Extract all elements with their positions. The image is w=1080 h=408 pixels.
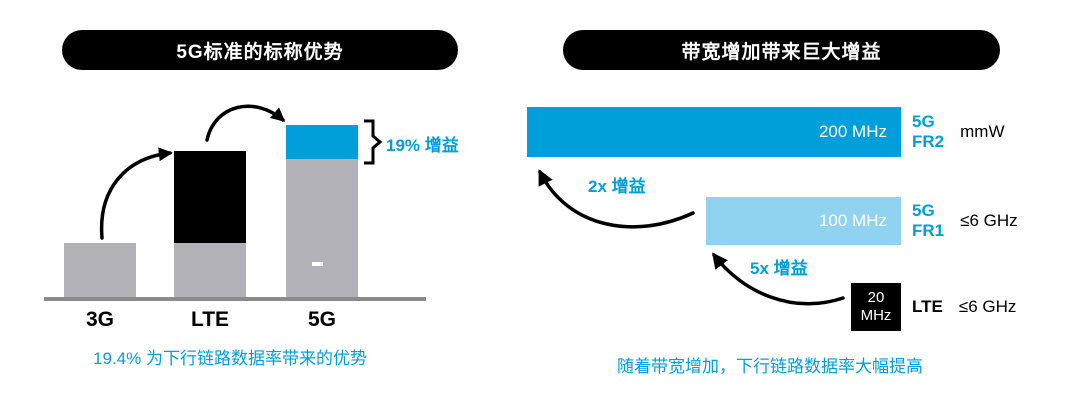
tech-fr2: FR2 — [912, 132, 945, 151]
tech-label-5g-fr2: 5G FR2 — [912, 112, 944, 151]
bar-5g-base — [286, 159, 358, 299]
gain-19-label: 19% 增益 — [386, 136, 459, 155]
row-label-20: LTE ≤6 GHz — [912, 283, 1016, 331]
right-caption: 随着带宽增加，下行链路数据率大幅提高 — [617, 357, 923, 376]
x-axis-line — [44, 297, 426, 301]
arrow-3g-to-lte — [99, 147, 173, 240]
bar-200mhz-value: 200 MHz — [818, 122, 887, 141]
arrow-lte-to-5g — [205, 104, 286, 142]
growth-arrows-right — [538, 169, 845, 306]
tech-5g: 5G — [912, 201, 935, 221]
band-label-mmw: mmW — [960, 122, 1005, 141]
row-label-100: 5G FR1 ≤6 GHz — [912, 197, 1018, 245]
bar-20mhz: 20 MHz — [851, 283, 901, 331]
tech-fr1: FR1 — [912, 221, 945, 240]
gain-5x-label: 5x 增益 — [750, 259, 808, 278]
tech-5g: 5G — [912, 112, 935, 132]
axis-label-3g: 3G — [85, 308, 114, 331]
arrow-20-to-100 — [712, 252, 845, 306]
bar-100mhz: 100 MHz — [706, 197, 901, 245]
band-label-sub6-lte: ≤6 GHz — [958, 297, 1017, 316]
gain-bracket — [364, 119, 383, 165]
tech-label-5g-fr1: 5G FR1 — [912, 201, 944, 240]
bar-lte-top — [174, 151, 246, 243]
axis-label-lte: LTE — [190, 308, 230, 331]
band-label-sub6-fr1: ≤6 GHz — [960, 211, 1018, 230]
growth-arrows-left — [99, 104, 286, 240]
bar-200mhz: 200 MHz — [527, 107, 901, 157]
axis-label-5g: 5G — [307, 308, 336, 331]
left-caption: 19.4% 为下行链路数据率带来的优势 — [93, 349, 367, 368]
tech-label-lte: LTE — [912, 297, 943, 317]
row-label-200: 5G FR2 mmW — [912, 107, 1005, 157]
gain-2x-label: 2x 增益 — [588, 177, 646, 196]
arrow-100-to-200 — [538, 169, 695, 229]
white-dash — [312, 262, 323, 266]
bar-lte-base — [174, 243, 246, 299]
bar-20mhz-value: 20 MHz — [860, 289, 892, 324]
bar-5g-gain — [286, 125, 358, 159]
bar-100mhz-value: 100 MHz — [818, 211, 887, 230]
bar-3g — [64, 243, 136, 299]
left-panel-header: 5G标准的标称优势 — [62, 30, 458, 70]
right-panel-header: 带宽增加带来巨大增益 — [563, 30, 1000, 70]
